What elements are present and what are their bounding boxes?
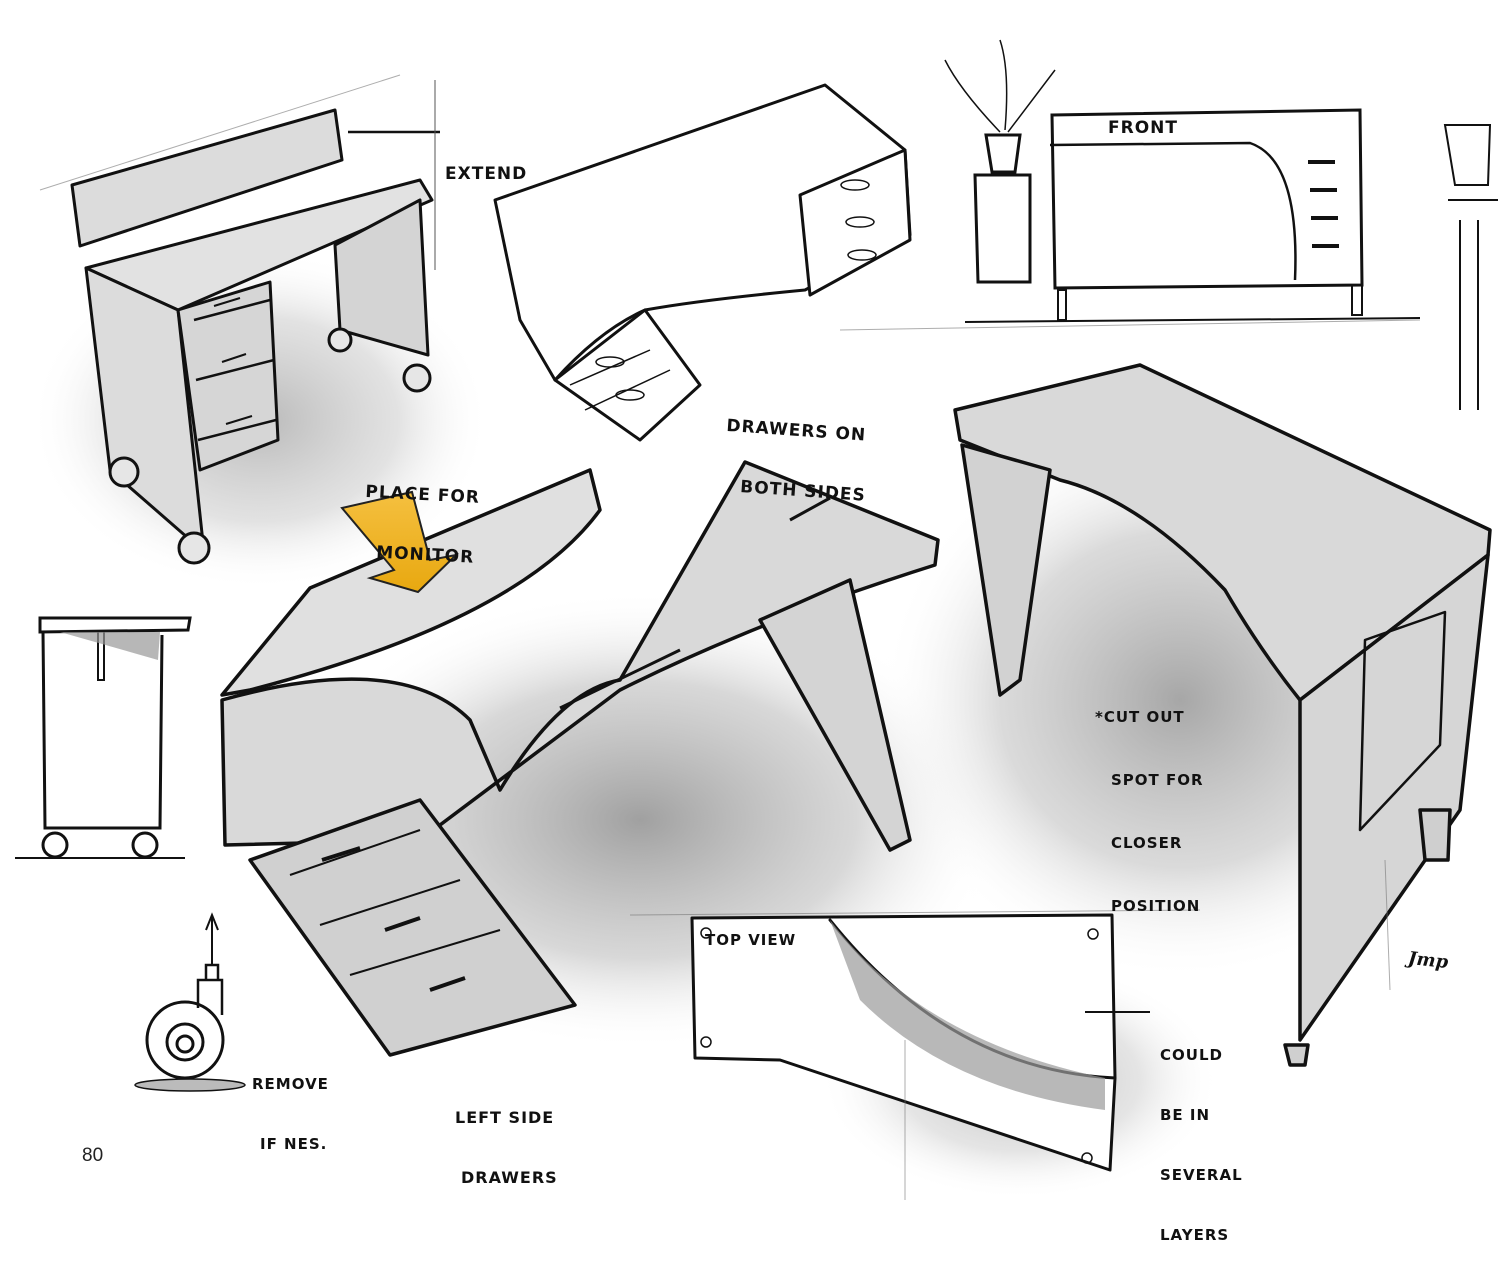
annotation-line: EXTEND [445,164,528,184]
annotation-line: FRONT [1108,118,1178,138]
page-number: 80 [82,1145,104,1166]
annotation-line: DRAWERS ON [725,415,867,446]
annotation-line: POSITION [1111,897,1201,915]
annotation-could-be-several-layers: COULD BE IN SEVERAL LAYERS [1160,1005,1243,1285]
annotation-line: TOP VIEW [705,931,797,949]
annotation-line: IF NES. [260,1135,328,1153]
sketch-side-elevation [15,616,192,859]
annotation-line: DRAWERS [461,1168,558,1187]
sketch-cutout-desk [953,363,1492,1067]
annotation-line: LEFT SIDE [455,1108,555,1127]
artist-signature: Jmp [1407,947,1450,974]
annotation-line: CLOSER [1111,834,1183,852]
sketch-artwork [15,39,1498,1200]
annotation-top-view: TOP VIEW [705,890,796,990]
annotation-line: MONITOR [375,542,475,568]
annotation-line: BOTH SIDES [739,477,867,506]
annotation-line: REMOVE [252,1075,329,1093]
construction-lines [39,74,1421,1200]
sketch-front-elevation [944,39,1498,410]
annotation-place-for-monitor: PLACE FOR MONITOR [360,442,483,608]
annotation-line: COULD [1160,1046,1223,1064]
annotation-line: *CUT OUT [1095,708,1185,726]
sketch-main-desk [220,460,940,1057]
sketch-mobile-desk [70,80,440,565]
sketch-curved-desk [493,83,912,442]
annotation-line: SEVERAL [1160,1166,1243,1184]
monitor-arrow-icon [340,490,460,594]
sketch-top-view [690,913,1150,1172]
annotation-left-side-drawers: LEFT SIDE DRAWERS [455,1068,558,1228]
annotation-cut-out: *CUT OUT SPOT FOR CLOSER POSITION [1095,665,1204,959]
annotation-line: BE IN [1160,1106,1211,1124]
annotation-line: PLACE FOR [364,481,481,508]
annotation-drawers-both-sides: DRAWERS ON BOTH SIDES [719,376,874,546]
annotation-front: FRONT [1108,78,1178,178]
annotation-extend: EXTEND [445,124,527,224]
sketch-caster-detail [134,912,246,1092]
sketchbook-page: EXTEND DRAWERS ON BOTH SIDES FRONT PLACE… [15,39,1498,1244]
annotation-line: SPOT FOR [1111,771,1204,789]
annotation-remove: REMOVE IF NES. [252,1034,329,1194]
annotation-line: LAYERS [1160,1226,1230,1244]
